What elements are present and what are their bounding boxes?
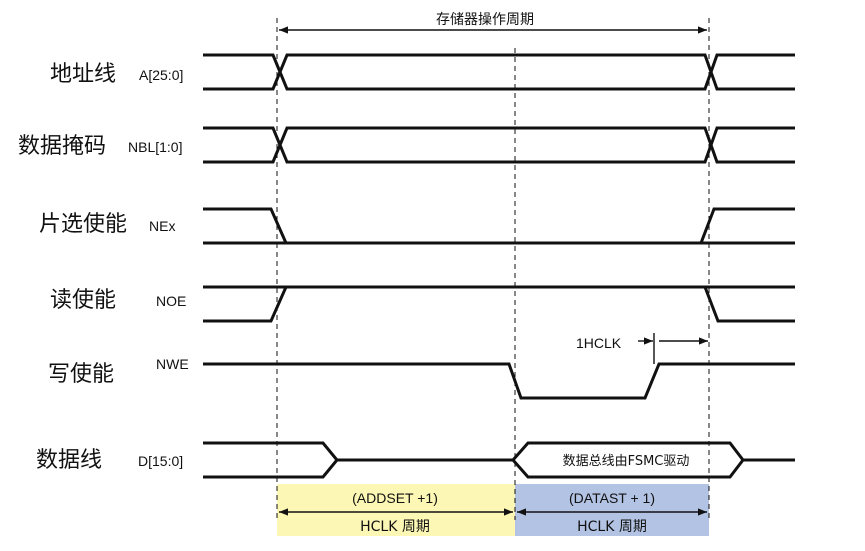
- one-hclk-label: 1HCLK: [576, 335, 622, 351]
- signal-name-read-enable: NOE: [156, 293, 186, 309]
- byte-mask-waveform: [203, 126, 795, 164]
- signal-cn-byte-mask: 数据掩码: [18, 134, 106, 159]
- memory-cycle-title: 存储器操作周期: [436, 12, 534, 28]
- addset-phase-unit: HCLK 周期: [360, 519, 430, 535]
- data-bus-waveform: [203, 441, 795, 479]
- chip-select-waveform: [203, 207, 795, 245]
- addset-phase-label: (ADDSET +1): [352, 490, 438, 506]
- datast-phase-label: (DATAST + 1): [569, 490, 655, 506]
- data-bus-driven-label: 数据总线由FSMC驱动: [563, 454, 690, 469]
- datast-phase-unit: HCLK 周期: [577, 519, 647, 535]
- read-enable-waveform: [203, 285, 795, 323]
- write-enable-waveform: [203, 362, 795, 400]
- signal-name-write-enable: NWE: [156, 356, 189, 372]
- signal-name-data-bus: D[15:0]: [138, 453, 183, 469]
- signal-cn-read-enable: 读使能: [50, 288, 116, 313]
- address-waveform: [203, 53, 795, 91]
- signal-cn-write-enable: 写使能: [48, 362, 114, 387]
- cycle-title-backdrop: [405, 7, 565, 29]
- signal-name-chip-select: NEx: [149, 218, 175, 234]
- signal-cn-data-bus: 数据线: [36, 448, 102, 473]
- signal-cn-chip-select: 片选使能: [39, 212, 127, 237]
- signal-name-address: A[25:0]: [139, 67, 183, 83]
- signal-name-byte-mask: NBL[1:0]: [128, 139, 182, 155]
- signal-cn-address: 地址线: [50, 62, 116, 87]
